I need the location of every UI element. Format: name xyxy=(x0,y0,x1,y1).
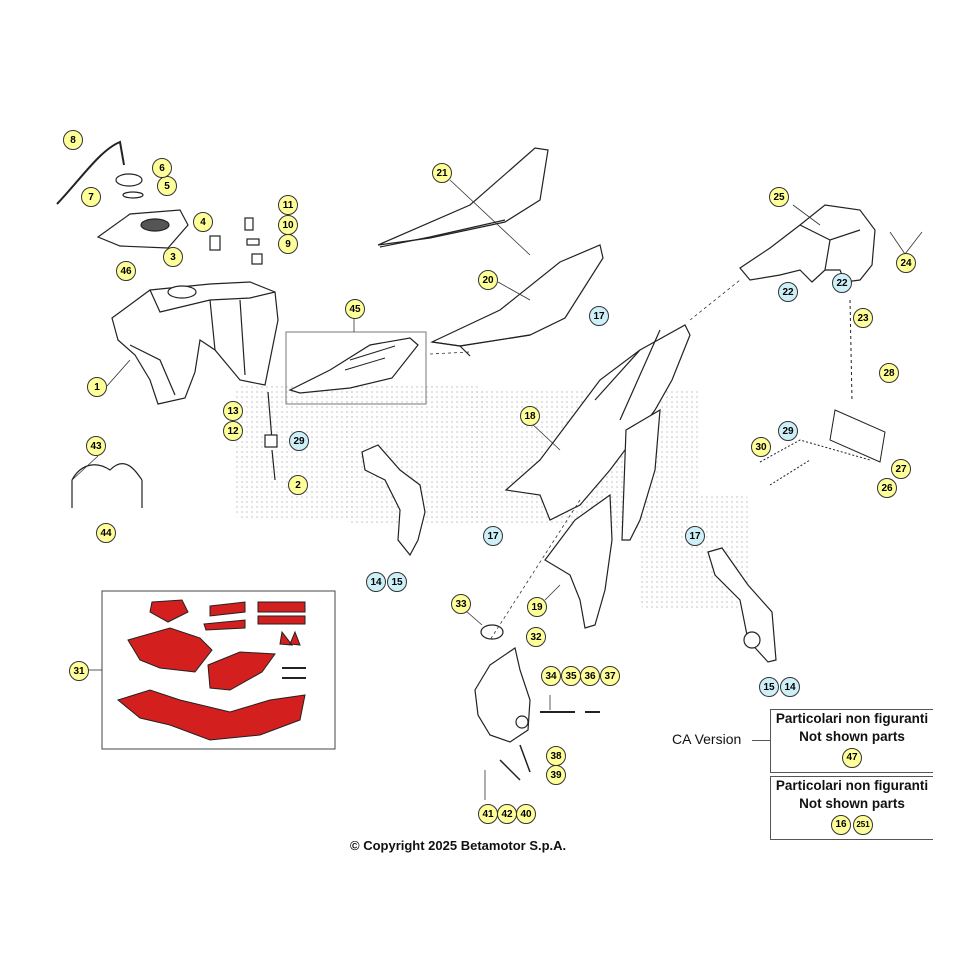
watermark-logo xyxy=(235,385,750,610)
callout-46[interactable]: 46 xyxy=(116,261,136,281)
callout-36[interactable]: 36 xyxy=(580,666,600,686)
callout-31[interactable]: 31 xyxy=(69,661,89,681)
callout-9[interactable]: 9 xyxy=(278,234,298,254)
callout-42[interactable]: 42 xyxy=(497,804,517,824)
callout-21[interactable]: 21 xyxy=(432,163,452,183)
callout-39[interactable]: 39 xyxy=(546,765,566,785)
callout-24[interactable]: 24 xyxy=(896,253,916,273)
callout-18[interactable]: 18 xyxy=(520,406,540,426)
callout-2[interactable]: 2 xyxy=(288,475,308,495)
ca-version-leader xyxy=(752,740,770,741)
callout-14-left[interactable]: 14 xyxy=(366,572,386,592)
callout-28[interactable]: 28 xyxy=(879,363,899,383)
callout-16[interactable]: 16 xyxy=(831,815,851,835)
callout-38[interactable]: 38 xyxy=(546,746,566,766)
copyright-text: © Copyright 2025 Betamotor S.p.A. xyxy=(350,838,567,853)
callout-29-tank[interactable]: 29 xyxy=(289,431,309,451)
callout-26[interactable]: 26 xyxy=(877,478,897,498)
callout-35[interactable]: 35 xyxy=(561,666,581,686)
callout-15-right[interactable]: 15 xyxy=(759,677,779,697)
callout-1[interactable]: 1 xyxy=(87,377,107,397)
callout-40[interactable]: 40 xyxy=(516,804,536,824)
callout-17-right[interactable]: 17 xyxy=(685,526,705,546)
callout-4[interactable]: 4 xyxy=(193,212,213,232)
note-line2: Not shown parts xyxy=(799,796,905,811)
callout-47[interactable]: 47 xyxy=(842,748,862,768)
callout-41[interactable]: 41 xyxy=(478,804,498,824)
note-box-ca: Particolari non figuranti Not shown part… xyxy=(770,709,933,773)
ca-version-label: CA Version xyxy=(672,731,742,747)
callout-20[interactable]: 20 xyxy=(478,270,498,290)
airbox xyxy=(474,624,600,781)
frame-guards xyxy=(361,444,777,663)
callout-7[interactable]: 7 xyxy=(81,187,101,207)
note-line1: Particolari non figuranti xyxy=(775,711,929,726)
callout-17-left[interactable]: 17 xyxy=(483,526,503,546)
callout-25[interactable]: 25 xyxy=(769,187,789,207)
license-plate-holder xyxy=(759,299,886,486)
callout-6[interactable]: 6 xyxy=(152,158,172,178)
callout-32[interactable]: 32 xyxy=(526,627,546,647)
seats xyxy=(377,147,604,357)
callout-17-top[interactable]: 17 xyxy=(589,306,609,326)
leader-lines xyxy=(71,179,923,800)
fuel-cap-parts xyxy=(56,140,263,265)
callout-8[interactable]: 8 xyxy=(63,130,83,150)
callout-37[interactable]: 37 xyxy=(600,666,620,686)
callout-22-left[interactable]: 22 xyxy=(778,282,798,302)
callout-251[interactable]: 251 xyxy=(853,815,873,835)
callout-12[interactable]: 12 xyxy=(223,421,243,441)
callout-22-right[interactable]: 22 xyxy=(832,273,852,293)
rear-subframe xyxy=(504,324,691,629)
callout-44[interactable]: 44 xyxy=(96,523,116,543)
note-box-general: Particolari non figuranti Not shown part… xyxy=(770,776,933,840)
callout-13[interactable]: 13 xyxy=(223,401,243,421)
callout-3[interactable]: 3 xyxy=(163,247,183,267)
callout-27[interactable]: 27 xyxy=(891,459,911,479)
callout-33[interactable]: 33 xyxy=(451,594,471,614)
callout-23[interactable]: 23 xyxy=(853,308,873,328)
note-line2: Not shown parts xyxy=(799,729,905,744)
callout-5[interactable]: 5 xyxy=(157,176,177,196)
decal-kit xyxy=(101,590,336,750)
side-panel-45 xyxy=(285,331,427,405)
callout-14-right[interactable]: 14 xyxy=(780,677,800,697)
callout-43[interactable]: 43 xyxy=(86,436,106,456)
callout-29-plate[interactable]: 29 xyxy=(778,421,798,441)
callout-30[interactable]: 30 xyxy=(751,437,771,457)
callout-45[interactable]: 45 xyxy=(345,299,365,319)
callout-10[interactable]: 10 xyxy=(278,215,298,235)
callout-11[interactable]: 11 xyxy=(278,195,298,215)
fuel-tank xyxy=(111,281,279,405)
rear-fender xyxy=(739,204,876,283)
fuel-lines xyxy=(71,391,278,508)
note-line1: Particolari non figuranti xyxy=(775,778,929,793)
callout-15-left[interactable]: 15 xyxy=(387,572,407,592)
callout-19[interactable]: 19 xyxy=(527,597,547,617)
callout-34[interactable]: 34 xyxy=(541,666,561,686)
